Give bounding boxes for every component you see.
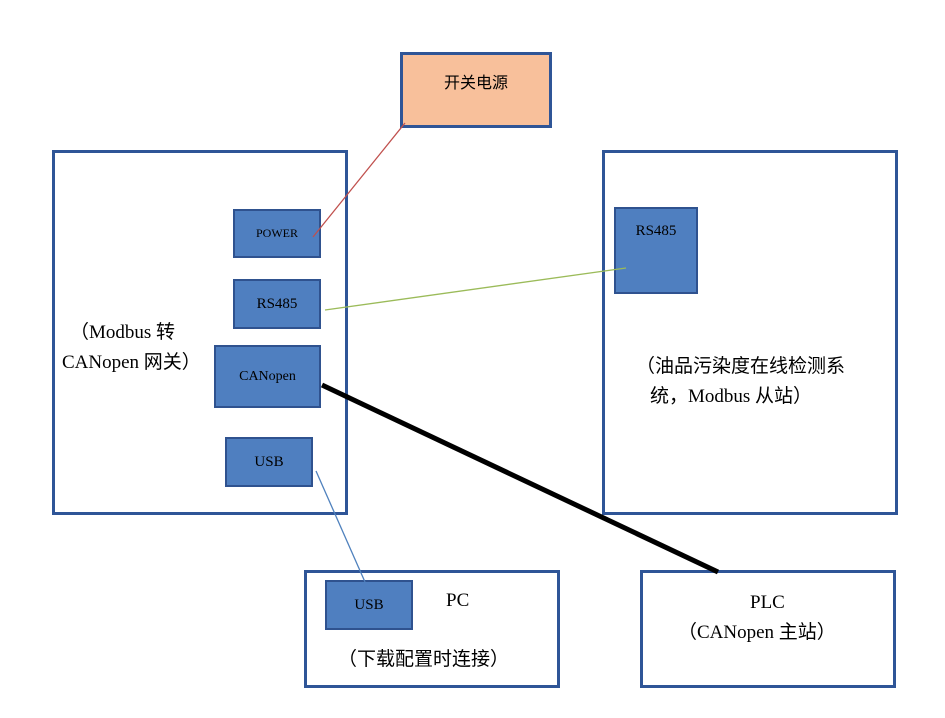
pc-note: （下载配置时连接） [338, 649, 510, 670]
pc-port-usb-label: USB [354, 596, 384, 613]
gateway-port-power: POWER [233, 209, 321, 258]
gateway-port-canopen-label: CANopen [239, 368, 296, 384]
wire-rs485-to-sensor [324, 267, 627, 311]
gateway-port-usb-label: USB [254, 453, 284, 470]
sensor-port-rs485-label: RS485 [635, 223, 677, 239]
plc-frame [640, 570, 896, 688]
pc-port-usb: USB [325, 580, 413, 630]
gateway-port-canopen: CANopen [214, 345, 321, 408]
plc-title: PLC [750, 592, 785, 613]
sensor-label-line2: 统，Modbus 从站） [650, 386, 813, 407]
gateway-label-line2: CANopen 网关） [62, 352, 201, 373]
power-supply-label: 开关电源 [443, 75, 508, 92]
pc-title: PC [446, 590, 470, 611]
power-supply-box: 开关电源 [400, 52, 552, 128]
sensor-frame [602, 150, 898, 515]
gateway-port-power-label: POWER [256, 226, 298, 240]
gateway-port-rs485-label: RS485 [256, 295, 298, 312]
sensor-port-rs485: RS485 [614, 207, 698, 294]
sensor-label-line1: （油品污染度在线检测系 [636, 356, 846, 377]
gateway-port-rs485: RS485 [233, 279, 321, 329]
plc-subtitle: （CANopen 主站） [678, 622, 836, 643]
gateway-port-usb: USB [225, 437, 313, 487]
gateway-label-line1: （Modbus 转 [70, 322, 176, 343]
